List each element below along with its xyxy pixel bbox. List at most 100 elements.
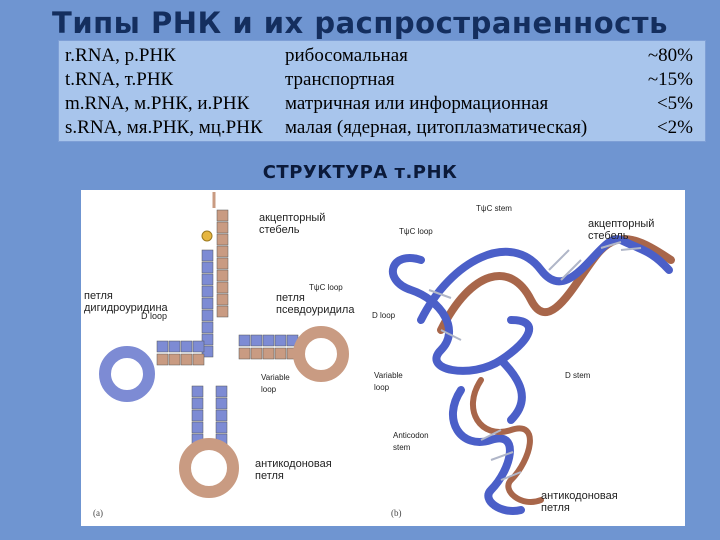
trna-structure-figure: акцепторный стебель D loop петля дигидро…: [81, 190, 685, 526]
helix-diagram: [388, 235, 675, 515]
nucleotide: [216, 245, 229, 258]
acceptor-stem-3d-label: акцепторный стебель: [588, 218, 655, 242]
nucleotide: [201, 309, 214, 322]
t-arm: [238, 334, 299, 360]
nucleotide: [216, 305, 229, 318]
nucleotide: [216, 269, 229, 282]
anticodon-helix-strand: [448, 386, 525, 515]
nucleotide: [238, 334, 251, 347]
base-pair-rung: [490, 451, 514, 461]
nucleotide: [215, 409, 228, 422]
rna-description: матричная или информационная: [285, 93, 549, 114]
nucleotide: [216, 281, 229, 294]
d-loop-label: петля дигидроуридина: [84, 290, 168, 314]
nucleotide: [180, 353, 193, 366]
nucleotide: [216, 233, 229, 246]
nucleotide: [262, 347, 275, 360]
rna-description: транспортная: [285, 69, 395, 90]
rna-name: s.RNA, мя.РНК, мц.РНК: [65, 117, 263, 138]
d-loop-en-label: D loop: [141, 311, 168, 321]
rna-types-table: r.RNA, р.РНК рибосомальная ~80% t.RNA, т…: [58, 40, 706, 142]
tpsic-stem-label: TψC stem: [476, 204, 512, 213]
acceptor-stem: [201, 209, 229, 358]
variable-loop-label: Variable loop: [261, 373, 290, 394]
acceptor-stem-label: акцепторный стебель: [259, 212, 326, 236]
nucleotide: [238, 347, 251, 360]
base-pair-rung: [548, 249, 570, 271]
cloverleaf-diagram: [99, 192, 349, 498]
nucleotide: [274, 347, 287, 360]
t-loop-ring: [293, 326, 349, 382]
rna-description: малая (ядерная, цитоплазматическая): [285, 117, 588, 138]
base-pair-rung: [560, 259, 582, 281]
nucleotide: [201, 321, 214, 334]
nucleotide: [216, 209, 229, 222]
rna-name: t.RNA, т.РНК: [65, 69, 174, 90]
page-number: 20: [663, 509, 678, 524]
trna-diagram: [99, 192, 675, 515]
rna-percent: ~80%: [647, 45, 693, 66]
d-stem-label: D stem: [565, 371, 591, 380]
base-pair-rung: [480, 429, 502, 441]
nucleotide: [168, 353, 181, 366]
nucleotide: [215, 385, 228, 398]
pseudouridine-loop-label: петля псевдоуридила: [276, 292, 355, 316]
anticodon-loop-3d-label: антикодоновая петля: [541, 490, 618, 514]
base-pair-rung: [428, 289, 452, 299]
nucleotide: [192, 340, 205, 353]
rna-percent: <5%: [656, 93, 693, 114]
nucleotide: [216, 221, 229, 234]
rna-name: r.RNA, р.РНК: [65, 45, 176, 66]
nucleotide: [192, 353, 205, 366]
nucleotide: [216, 293, 229, 306]
d-loop-ring: [99, 346, 155, 402]
tpsic-loop-label: TψC loop: [309, 283, 343, 292]
base-pair-rung: [440, 329, 462, 341]
nucleotide: [201, 333, 214, 346]
variable-loop-3d-label: Variable loop: [374, 371, 403, 392]
rna-name: m.RNA, м.РНК, и.РНК: [65, 93, 250, 114]
nucleotide: [168, 340, 181, 353]
nucleotide: [191, 409, 204, 422]
slide-title: Типы РНК и их распространенность: [52, 6, 668, 40]
rna-row: r.RNA, р.РНК рибосомальная ~80%: [59, 45, 705, 67]
base-pair-rung: [620, 247, 642, 251]
rna-row: s.RNA, мя.РНК, мц.РНК малая (ядерная, ци…: [59, 117, 705, 139]
base-pair-rung: [600, 241, 622, 249]
anticodon-stem-label: Anticodon stem: [393, 431, 429, 452]
nucleotide: [216, 257, 229, 270]
anticodon-helix-strand: [469, 377, 544, 505]
nucleotide: [201, 261, 214, 274]
section-title: СТРУКТУРА т.РНК: [262, 162, 458, 183]
anticodon-loop-label: антикодоновая петля: [255, 458, 332, 482]
nucleotide: [201, 249, 214, 262]
nucleotide: [250, 334, 263, 347]
nucleotide: [156, 353, 169, 366]
nucleotide: [201, 297, 214, 310]
nucleotide: [274, 334, 287, 347]
nucleotide: [180, 340, 193, 353]
acceptor-helix-strand: [417, 235, 673, 324]
helix-strand: [388, 254, 534, 375]
nucleotide: [215, 421, 228, 434]
anticodon-arm: [191, 385, 228, 446]
d-arm: [156, 340, 205, 366]
nucleotide: [156, 340, 169, 353]
nucleotide: [191, 385, 204, 398]
base-pair-rung: [500, 471, 522, 481]
panel-b-label: (b): [391, 508, 402, 518]
nucleotide: [201, 285, 214, 298]
d-loop-3d-label: D loop: [372, 311, 396, 320]
base-pair-rungs: [428, 241, 642, 481]
panel-a-label: (a): [93, 508, 103, 518]
nucleotide: [201, 273, 214, 286]
anticodon-loop-ring: [179, 438, 239, 498]
rna-row: m.RNA, м.РНК, и.РНК матричная или информ…: [59, 93, 705, 115]
nucleotide: [262, 334, 275, 347]
rna-percent: <2%: [656, 117, 693, 138]
nucleotide: [191, 421, 204, 434]
terminal-nucleotide: [201, 230, 213, 242]
nucleotide: [250, 347, 263, 360]
rna-percent: ~15%: [647, 69, 693, 90]
rna-row: t.RNA, т.РНК транспортная ~15%: [59, 69, 705, 91]
